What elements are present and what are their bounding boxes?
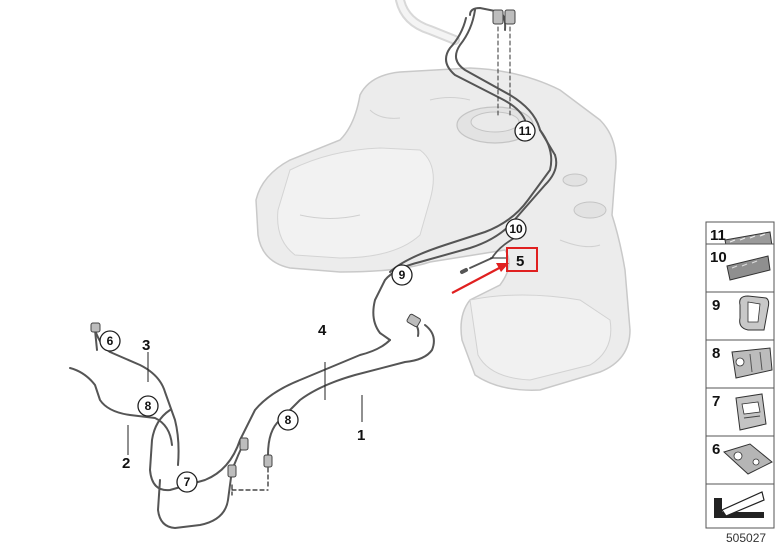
clip-8-icon — [731, 347, 773, 379]
clip-9-icon — [739, 295, 770, 331]
legend: 11 10 9 8 — [705, 221, 775, 529]
highlight-arrowhead — [496, 263, 509, 272]
legend-item-7: 7 — [705, 387, 775, 437]
legend-footer — [705, 483, 775, 529]
highlight-box — [506, 247, 538, 272]
leader-lines — [127, 257, 508, 455]
callout-5: 5 — [516, 253, 524, 270]
filler-pipe — [395, 0, 460, 45]
legend-item-8: 8 — [705, 339, 775, 389]
highlight-arrow — [451, 265, 504, 294]
circled-callout-10: 10 — [505, 218, 527, 240]
clip-10-icon — [726, 255, 771, 281]
highlight — [451, 247, 538, 294]
svg-text:9: 9 — [712, 297, 720, 314]
circled-callout-7: 7 — [176, 471, 198, 493]
fuel-tank — [255, 67, 631, 391]
svg-text:6: 6 — [712, 441, 720, 458]
svg-text:8: 8 — [712, 345, 720, 362]
svg-text:7: 7 — [184, 475, 191, 489]
arrow-icon — [714, 491, 765, 518]
svg-text:10: 10 — [710, 249, 727, 266]
callout-3: 3 — [142, 337, 150, 354]
svg-text:10: 10 — [509, 222, 523, 236]
callout-4: 4 — [318, 322, 327, 339]
svg-text:7: 7 — [712, 393, 720, 410]
fuel-lines — [69, 7, 558, 529]
legend-item-6: 6 — [705, 435, 775, 485]
svg-text:8: 8 — [145, 399, 152, 413]
reference-number: 505027 — [726, 531, 766, 545]
legend-item-10: 10 — [705, 243, 775, 293]
callout-2: 2 — [122, 455, 130, 472]
callout-1: 1 — [357, 427, 365, 444]
svg-text:9: 9 — [399, 268, 406, 282]
svg-text:6: 6 — [107, 334, 114, 348]
circled-callout-9: 9 — [391, 264, 413, 286]
clip-7-icon — [735, 393, 767, 431]
legend-item-9: 9 — [705, 291, 775, 341]
clip-6-icon — [723, 443, 773, 475]
svg-text:11: 11 — [519, 124, 532, 138]
circled-callouts: 6 7 8 8 9 10 11 — [99, 120, 536, 493]
fittings — [90, 9, 516, 478]
circled-callout-6: 6 — [99, 330, 121, 352]
circled-callout-8-right: 8 — [277, 409, 299, 431]
svg-text:8: 8 — [285, 413, 292, 427]
circled-callout-8-left: 8 — [137, 395, 159, 417]
svg-text:11: 11 — [710, 227, 726, 244]
number-callouts: 1 2 3 4 5 — [122, 253, 524, 472]
circled-callout-11: 11 — [514, 120, 536, 142]
